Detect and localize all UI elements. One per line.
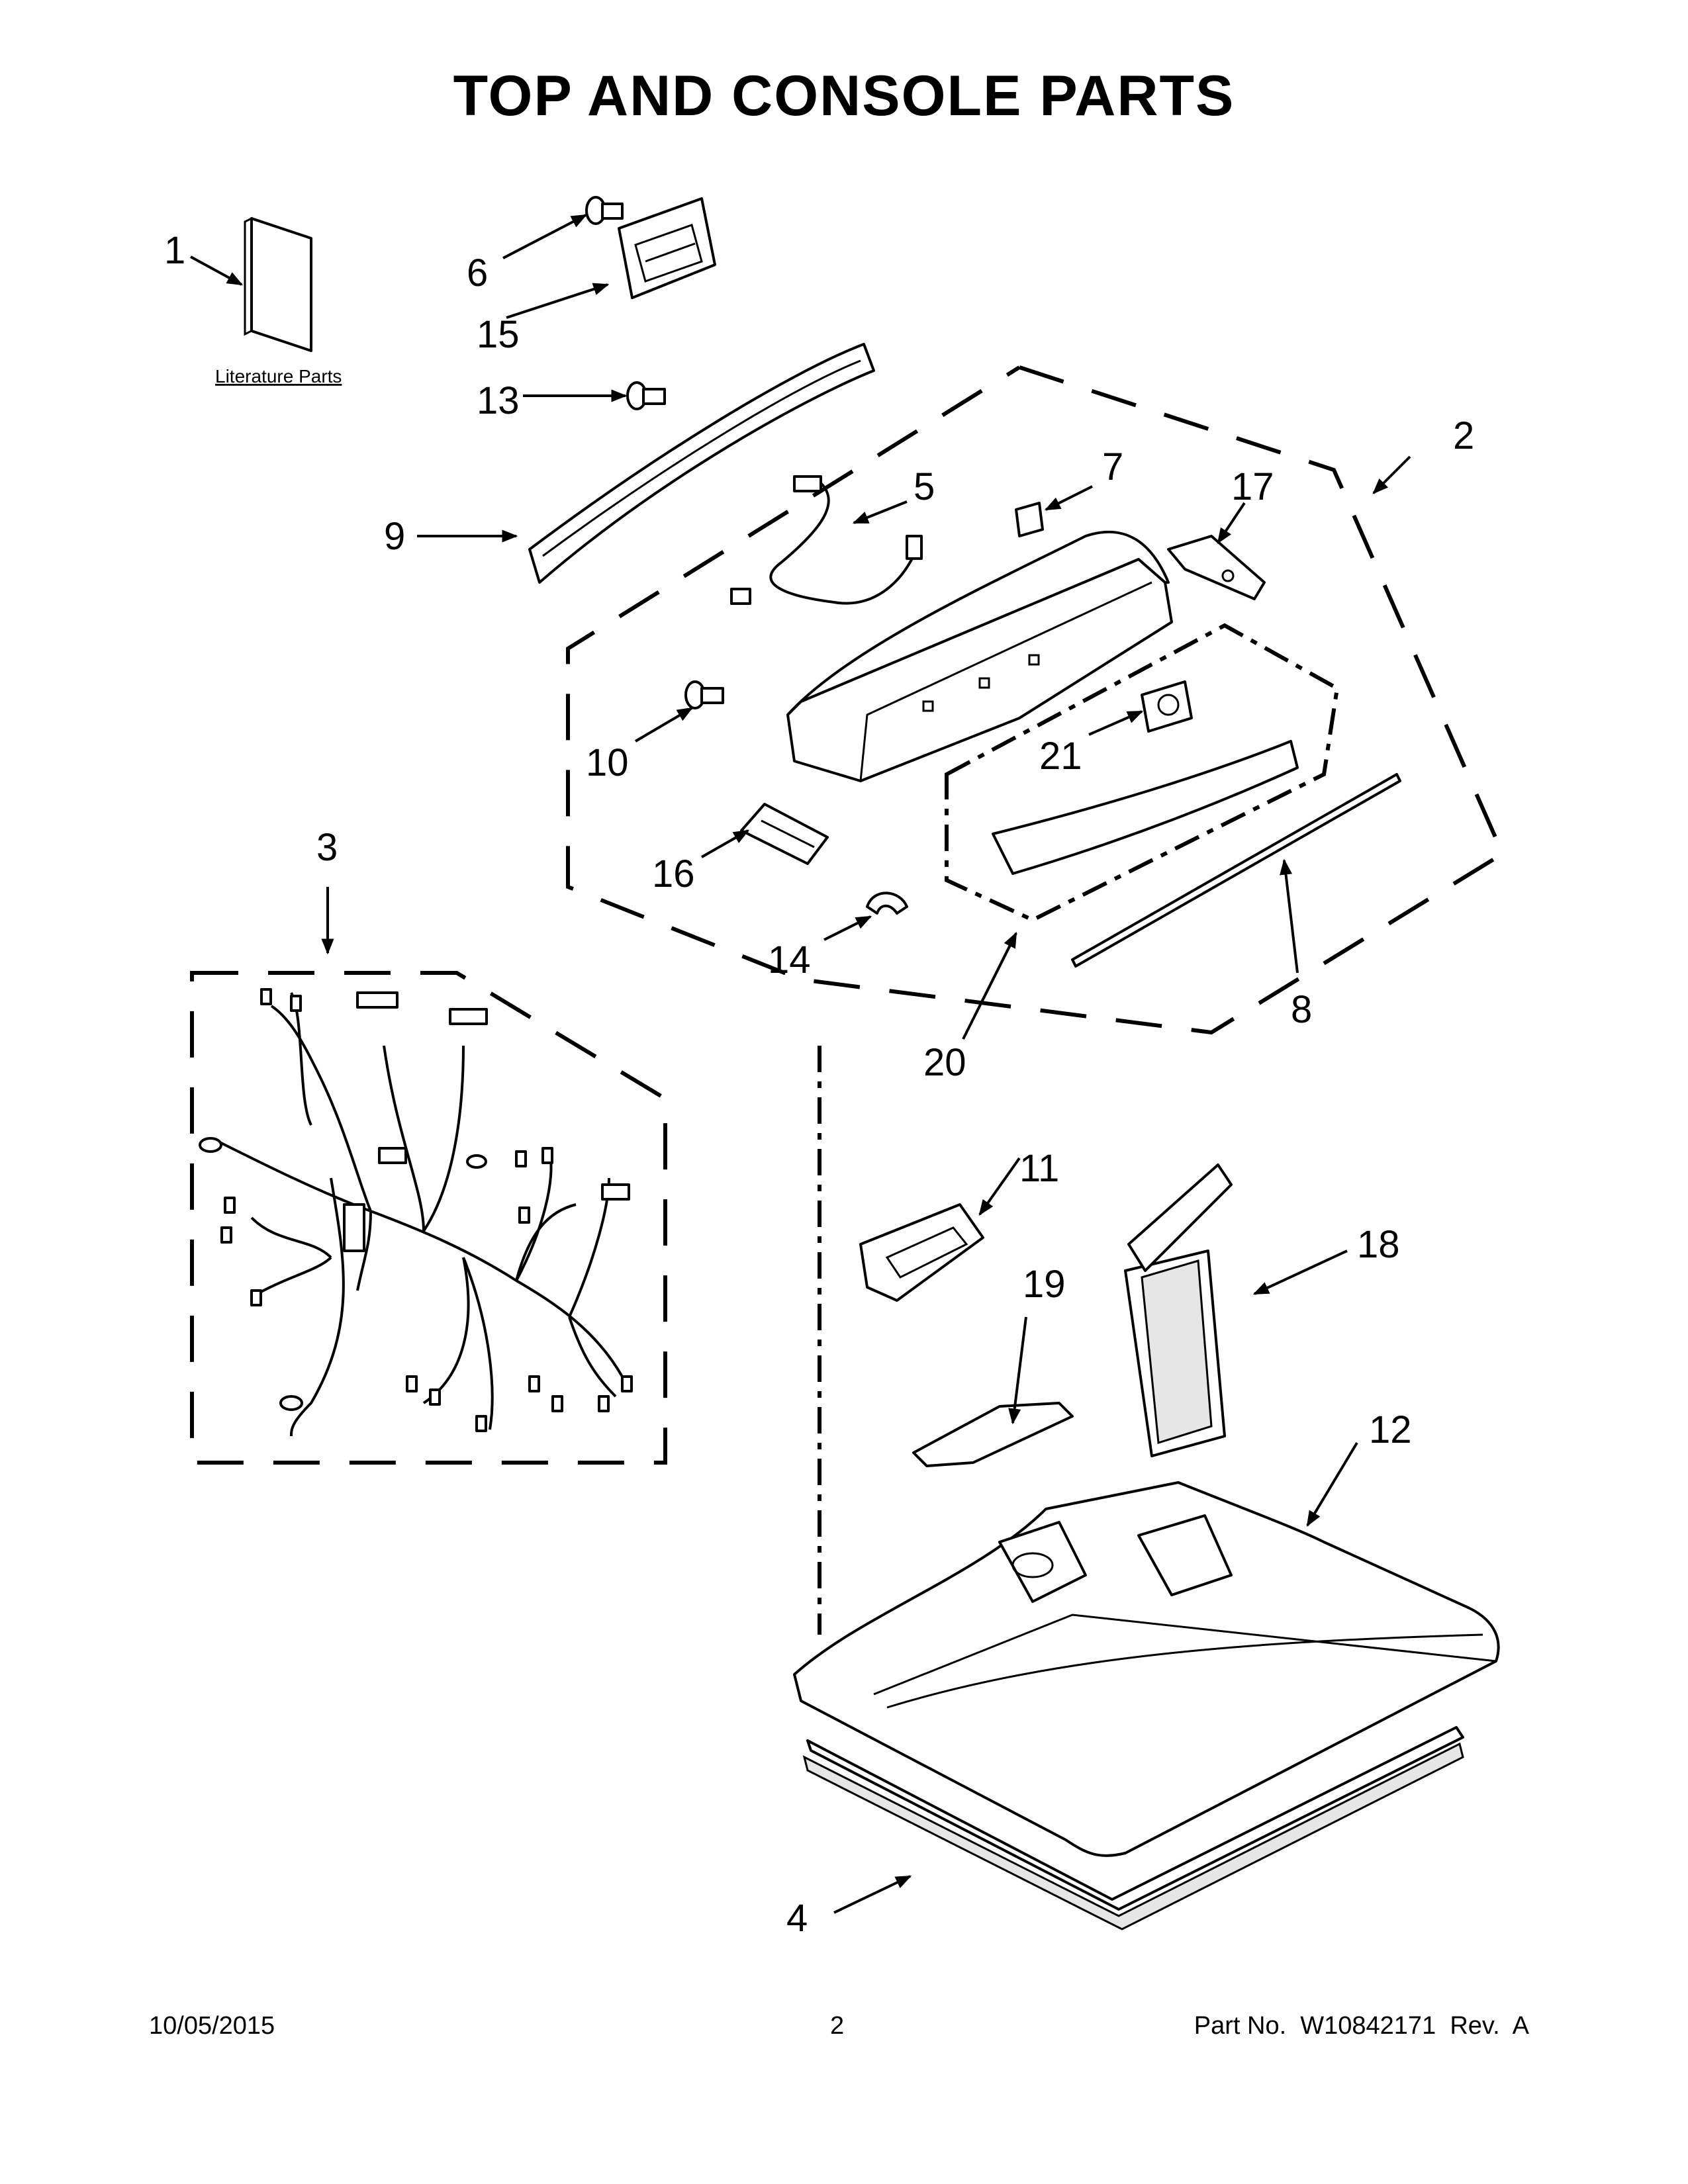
literature-parts-label: Literature Parts <box>215 366 342 387</box>
console-window-lens-part <box>992 740 1299 875</box>
footer-page-number: 2 <box>830 2012 845 2040</box>
callout-13: 13 <box>477 379 520 422</box>
callout-9: 9 <box>384 515 405 558</box>
leader-arrows <box>190 214 1411 1914</box>
callout-labels: 1 2 3 4 5 6 7 8 9 10 11 12 13 14 15 16 1… <box>164 229 1474 1940</box>
callout-3: 3 <box>316 826 338 869</box>
console-housing-part <box>786 530 1173 782</box>
callout-1: 1 <box>164 229 185 272</box>
callout-7: 7 <box>1102 445 1123 488</box>
strip-8-part <box>1071 773 1401 968</box>
lint-filter-18-part <box>1124 1163 1233 1457</box>
top-panel-12-part <box>793 1481 1500 1857</box>
screw-6-part <box>585 196 624 225</box>
screw-13-part <box>626 381 666 410</box>
callout-6: 6 <box>467 251 488 295</box>
control-board-11-part <box>859 1203 984 1302</box>
console-window-outline <box>945 623 1340 923</box>
screw-10-part <box>684 680 724 709</box>
part-16-connector <box>740 803 829 865</box>
console-wire-5-part <box>730 475 923 605</box>
literature-parts-booklet <box>244 216 312 352</box>
clip-7-part <box>1015 502 1044 537</box>
console-assembly-outline <box>566 365 1505 1035</box>
page-title: TOP AND CONSOLE PARTS <box>453 64 1235 128</box>
footer-part-number: Part No. W10842171 Rev. A <box>1194 2012 1529 2040</box>
callout-16: 16 <box>652 852 695 895</box>
callout-12: 12 <box>1369 1408 1412 1451</box>
part-21-knob <box>1141 680 1193 733</box>
part-14-clip <box>866 891 908 915</box>
callout-2: 2 <box>1453 414 1474 457</box>
callout-18: 18 <box>1357 1223 1400 1266</box>
callout-10: 10 <box>586 741 629 784</box>
part-19-cover <box>912 1402 1074 1467</box>
callout-14: 14 <box>768 938 811 981</box>
footer-date: 10/05/2015 <box>149 2012 275 2040</box>
callout-4: 4 <box>786 1897 808 1940</box>
callout-21: 21 <box>1039 735 1082 778</box>
callout-8: 8 <box>1291 988 1312 1031</box>
callout-15: 15 <box>477 313 520 356</box>
callout-20: 20 <box>923 1041 966 1084</box>
top-pad-4-part <box>802 1726 1464 1931</box>
console-trim-part <box>528 343 875 584</box>
main-wire-harness-part <box>199 988 633 1437</box>
callout-19: 19 <box>1023 1263 1066 1306</box>
callout-5: 5 <box>914 465 935 508</box>
console-bracket-part <box>618 197 716 299</box>
callout-17: 17 <box>1231 465 1274 508</box>
callout-11: 11 <box>1019 1147 1059 1190</box>
part-17-bracket <box>1167 535 1266 600</box>
harness-outline <box>190 971 667 1465</box>
